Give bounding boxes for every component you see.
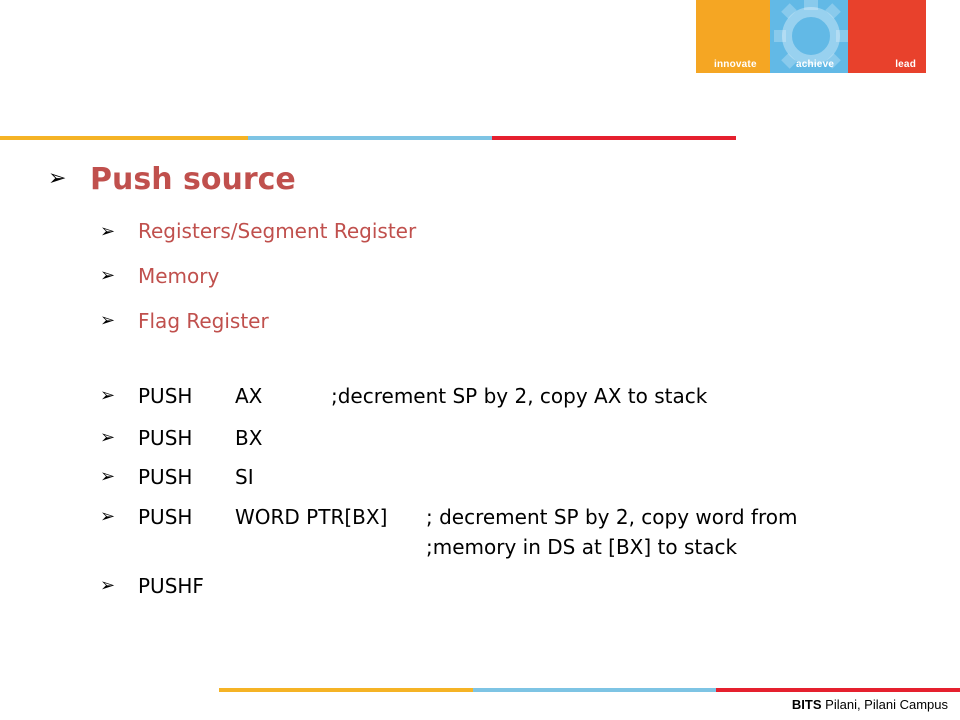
sub-item: Flag Register — [138, 309, 269, 333]
instruction-op: PUSH — [138, 426, 193, 450]
instruction-operand: BX — [235, 426, 263, 450]
instruction-operand: WORD PTR[BX] — [235, 505, 388, 529]
logo-segment-lead: lead — [848, 0, 926, 73]
arrow-bullet-icon: ➢ — [100, 427, 116, 447]
footer-text: BITS Pilani, Pilani Campus — [792, 697, 948, 712]
bits-logo: innovate achieve lead — [696, 0, 926, 73]
arrow-bullet-icon: ➢ — [48, 165, 67, 190]
top-divider-bar — [0, 136, 736, 140]
arrow-bullet-icon: ➢ — [100, 575, 116, 595]
instruction-comment: ; decrement SP by 2, copy word from — [426, 505, 798, 529]
arrow-bullet-icon: ➢ — [100, 466, 116, 486]
gear-icon — [774, 0, 848, 69]
instruction-comment-continued: ;memory in DS at [BX] to stack — [426, 535, 738, 559]
instruction-op: PUSHF — [138, 574, 204, 598]
bottom-divider-bar — [219, 688, 960, 692]
logo-word-lead: lead — [895, 59, 916, 70]
logo-segment-innovate: innovate — [696, 0, 770, 73]
logo-word-innovate: innovate — [714, 59, 757, 70]
footer-brand: BITS — [791, 697, 822, 712]
instruction-comment: ;decrement SP by 2, copy AX to stack — [331, 384, 708, 408]
instruction-operand: AX — [235, 384, 263, 408]
instruction-operand: SI — [235, 465, 254, 489]
arrow-bullet-icon: ➢ — [100, 506, 116, 526]
arrow-bullet-icon: ➢ — [100, 221, 116, 241]
sub-item: Registers/Segment Register — [138, 219, 417, 243]
instruction-op: PUSH — [138, 505, 193, 529]
instruction-op: PUSH — [138, 465, 193, 489]
instruction-op: PUSH — [138, 384, 193, 408]
footer-campus: Pilani, Pilani Campus — [821, 697, 948, 712]
arrow-bullet-icon: ➢ — [100, 265, 116, 285]
sub-item: Memory — [138, 264, 220, 288]
slide-heading: Push source — [90, 162, 296, 197]
logo-segment-achieve: achieve — [770, 0, 848, 73]
arrow-bullet-icon: ➢ — [100, 385, 116, 405]
arrow-bullet-icon: ➢ — [100, 310, 116, 330]
logo-word-achieve: achieve — [796, 59, 835, 70]
